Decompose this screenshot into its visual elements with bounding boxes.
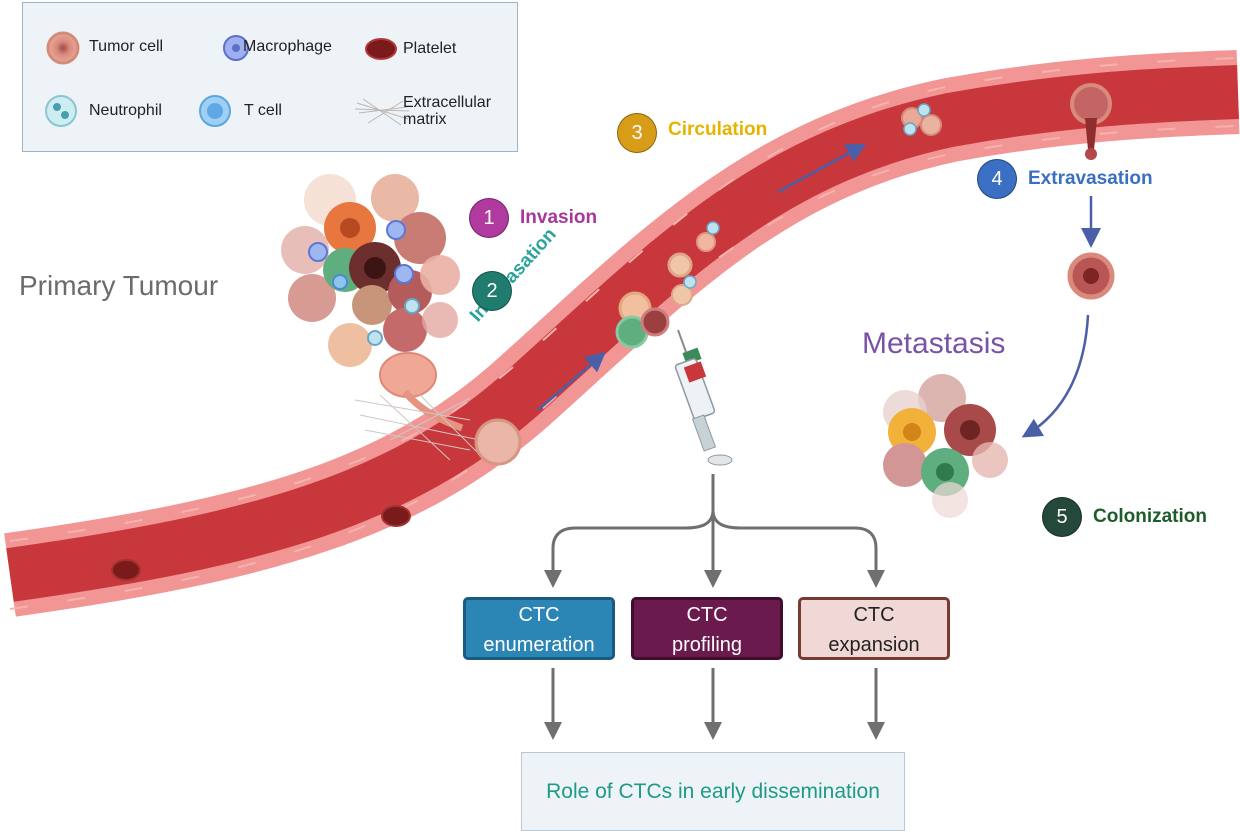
- circulating-tumor-cells: [615, 103, 942, 349]
- flow-arrow: [777, 143, 867, 194]
- ctc-expansion-box: CTC expansion: [798, 597, 950, 660]
- platelet: [111, 559, 141, 581]
- tumor-cell-icon: [46, 31, 80, 65]
- extracellular-matrix-icon: [354, 98, 410, 126]
- legend-label-tumor-cell: Tumor cell: [89, 38, 164, 55]
- macrophage-icon: [223, 35, 249, 61]
- legend-panel: Tumor cell Macrophage Platelet Neutrophi…: [22, 2, 518, 152]
- step-badge-1: 1: [469, 198, 509, 238]
- syringe-icon: [674, 329, 733, 466]
- ctc-expansion-line1: CTC: [853, 604, 895, 626]
- outcome-label: Role of CTCs in early dissemination: [546, 780, 880, 803]
- platelet-icon: [365, 38, 397, 60]
- primary-tumour-cluster: [281, 174, 522, 466]
- ctc-expansion-line2: expansion: [828, 634, 920, 656]
- ctc-enumeration-line1: CTC: [518, 604, 560, 626]
- legend-icons: [45, 31, 410, 127]
- primary-tumour-label: Primary Tumour: [19, 270, 219, 301]
- step-label-invasion: Invasion: [520, 207, 598, 228]
- extravasating-tumor-cell: [1070, 83, 1112, 160]
- flow-arrow: [537, 351, 606, 411]
- branch-arrows: [544, 474, 885, 740]
- neutrophil-icon: [45, 95, 77, 127]
- ctc-enumeration-line2: enumeration: [483, 634, 595, 656]
- legend-label-neutrophil: Neutrophil: [89, 102, 162, 119]
- step-label-circulation: Circulation: [668, 119, 768, 140]
- legend-label-macrophage: Macrophage: [243, 38, 332, 55]
- step-label-colonization: Colonization: [1093, 506, 1207, 527]
- t-cell-icon: [199, 95, 231, 127]
- ctc-profiling-line2: profiling: [671, 634, 743, 656]
- legend-label-extracellular-matrix: Extracellular matrix: [403, 94, 492, 128]
- legend-label-platelet: Platelet: [403, 40, 457, 57]
- ctc-profiling-line1: CTC: [686, 604, 728, 626]
- step-label-extravasation: Extravasation: [1028, 168, 1153, 189]
- platelet: [381, 505, 411, 527]
- legend-label-t-cell: T cell: [244, 102, 282, 119]
- step-badge-4: 4: [977, 159, 1017, 199]
- step-badge-3: 3: [617, 113, 657, 153]
- ctc-profiling-box: CTC profiling: [631, 597, 783, 660]
- step-badge-5: 5: [1042, 497, 1082, 537]
- ctc-enumeration-box: CTC enumeration: [463, 597, 615, 660]
- metastasis-label: Metastasis: [862, 327, 1006, 360]
- outcome-box: Role of CTCs in early dissemination: [521, 752, 905, 831]
- metastasis-cluster: [883, 374, 1008, 518]
- step-badge-2: 2: [472, 271, 512, 311]
- extravasated-tumor-cell: [1067, 252, 1115, 300]
- flow-arrow: [1021, 314, 1090, 438]
